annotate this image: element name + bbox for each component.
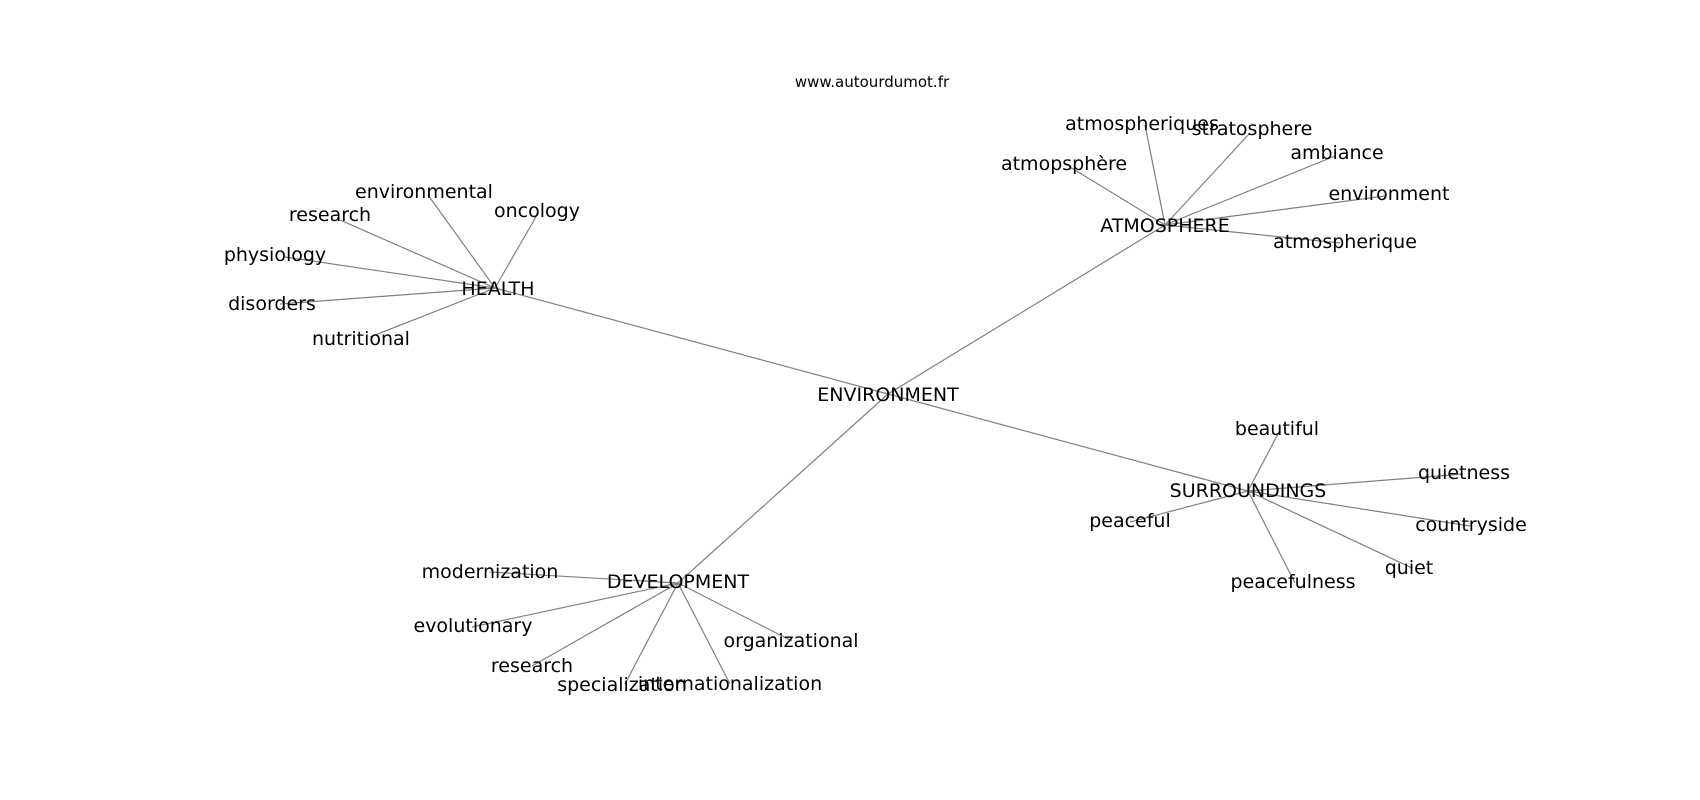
leaf-word[interactable]: quiet (1385, 557, 1434, 579)
edge-surroundings-quiet (1247, 490, 1413, 569)
cluster-health: HEALTH environmental oncology research p… (224, 181, 580, 350)
edge-surroundings-peaceful (1129, 490, 1249, 523)
hub-word-atmosphere[interactable]: ATMOSPHERE (1100, 215, 1230, 237)
edge-atmosphere-atmospheriques (1144, 124, 1166, 226)
leaf-word[interactable]: stratosphere (1192, 118, 1313, 140)
edge-atmosphere-environment (1164, 195, 1386, 226)
edge-development-modernization (489, 571, 679, 584)
edge-surroundings-beautiful (1247, 429, 1281, 492)
edge-development-specialization (624, 582, 679, 685)
cluster-development: DEVELOPMENT modernization evolutionary o… (414, 561, 859, 696)
edge-atmosphere-ambiance (1164, 155, 1336, 226)
leaf-word[interactable]: specialization (557, 674, 687, 696)
cluster-surroundings: SURROUNDINGS beautiful quietness peacefu… (1089, 418, 1527, 593)
edge-center-development (677, 393, 889, 584)
edge-health-environmental (427, 194, 496, 289)
leaf-word[interactable]: physiology (224, 244, 326, 266)
hub-word-surroundings[interactable]: SURROUNDINGS (1170, 480, 1327, 502)
leaf-word[interactable]: quietness (1418, 462, 1510, 484)
edge-development-organizational (677, 582, 793, 642)
surroundings-edges (1129, 429, 1471, 584)
edge-development-evolutionary (471, 582, 679, 628)
leaf-word[interactable]: atmospheriques (1065, 113, 1219, 135)
edge-development-internationalization (677, 582, 731, 685)
leaf-word[interactable]: research (289, 204, 371, 226)
hub-word-development[interactable]: DEVELOPMENT (607, 571, 750, 593)
leaf-word[interactable]: environment (1328, 183, 1449, 205)
leaf-word[interactable]: internationalization (638, 673, 822, 695)
leaf-word[interactable]: disorders (228, 293, 316, 315)
leaf-word[interactable]: evolutionary (414, 615, 533, 637)
leaf-word[interactable]: atmospherique (1273, 231, 1417, 253)
credit-text: www.autourdumot.fr (795, 73, 950, 91)
edge-health-nutritional (369, 287, 496, 338)
leaf-word[interactable]: organizational (723, 630, 858, 652)
edge-surroundings-peacefulness (1247, 490, 1296, 584)
leaf-word[interactable]: beautiful (1235, 418, 1319, 440)
atmosphere-edges (1069, 124, 1386, 244)
edge-center-surroundings (887, 393, 1249, 492)
leaf-word[interactable]: peaceful (1089, 510, 1171, 532)
leaf-word[interactable]: modernization (422, 561, 559, 583)
hub-edges (494, 224, 1249, 584)
edge-development-research (531, 582, 679, 667)
leaf-word[interactable]: research (491, 655, 573, 677)
edge-health-research (339, 219, 496, 289)
development-edges (471, 571, 793, 685)
edge-health-physiology (284, 256, 496, 289)
edge-center-health (494, 287, 889, 395)
leaf-word[interactable]: ambiance (1290, 142, 1383, 164)
leaf-word[interactable]: oncology (494, 200, 580, 222)
edge-center-atmosphere (887, 224, 1166, 395)
cluster-atmosphere: ATMOSPHERE atmospheriques stratosphere a… (1001, 113, 1450, 253)
center-word[interactable]: ENVIRONMENT (817, 384, 959, 406)
edge-atmosphere-atmospherique (1164, 224, 1341, 244)
edge-atmosphere-atmopsphere (1069, 166, 1166, 226)
leaf-word[interactable]: countryside (1415, 514, 1527, 536)
edge-atmosphere-stratosphere (1164, 132, 1251, 226)
edge-surroundings-countryside (1247, 490, 1471, 527)
edge-surroundings-quietness (1247, 473, 1464, 492)
leaf-word[interactable]: nutritional (312, 328, 410, 350)
hub-word-health[interactable]: HEALTH (461, 278, 534, 300)
health-edges (279, 194, 538, 338)
leaf-word[interactable]: peacefulness (1230, 571, 1355, 593)
leaf-word[interactable]: environmental (355, 181, 493, 203)
edge-health-oncology (494, 214, 538, 289)
edge-health-disorders (279, 287, 496, 305)
leaf-word[interactable]: atmopsphère (1001, 153, 1127, 175)
